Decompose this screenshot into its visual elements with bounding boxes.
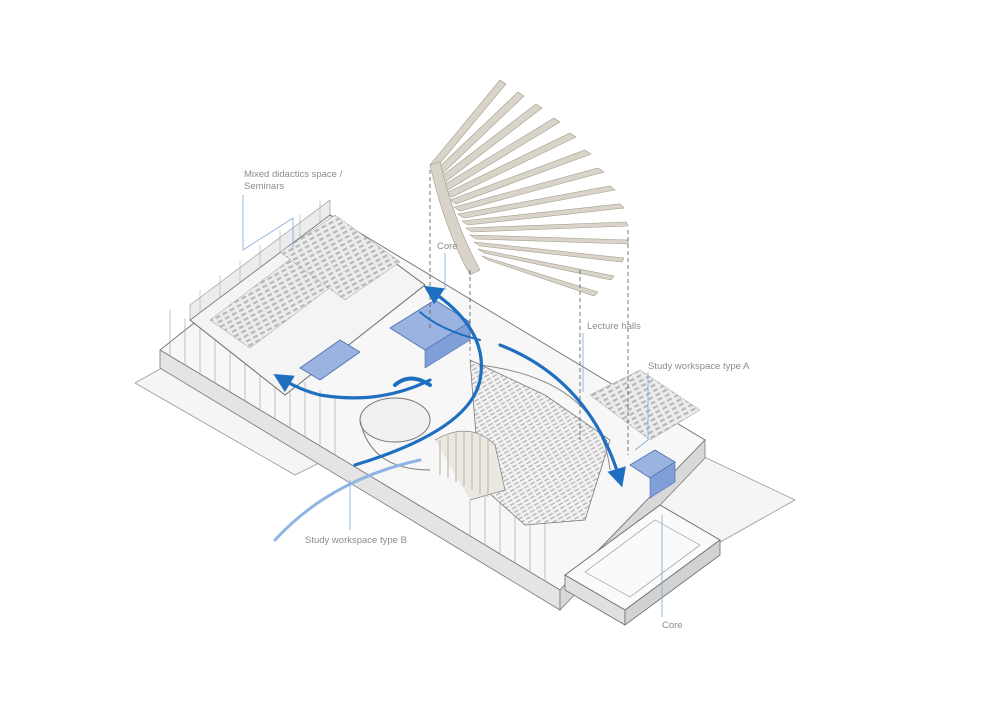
seminar-seating-b [279, 214, 401, 301]
curved-wall-fins [439, 432, 489, 497]
lecture-hall-rim [479, 364, 611, 471]
core-block-seminar [299, 339, 361, 381]
core-block-right-side [649, 461, 676, 499]
leader-lines [242, 195, 663, 617]
seminar-mullions [199, 200, 321, 313]
label-mixed-line1: Mixed didactics space / [244, 169, 343, 180]
atrium-ellipse [359, 397, 431, 443]
circulation-arrows [273, 285, 626, 542]
label-lecture-halls: Lecture halls [587, 321, 641, 332]
entrance-canopy-inset [584, 519, 701, 598]
label-mixed-line2: Seminars [244, 181, 285, 192]
entrance-canopy-edge-right [624, 539, 721, 626]
study-workspace-a [589, 369, 701, 441]
exploded-fin-fan [429, 79, 629, 297]
label-study-workspace-a: Study workspace type A [648, 361, 750, 372]
label-mixed-didactics: Mixed didactics space / Seminars [244, 169, 342, 193]
label-study-workspace-b: Study workspace type B [305, 535, 407, 546]
label-core-bottom: Core [662, 620, 683, 631]
label-core-top: Core [437, 241, 458, 252]
